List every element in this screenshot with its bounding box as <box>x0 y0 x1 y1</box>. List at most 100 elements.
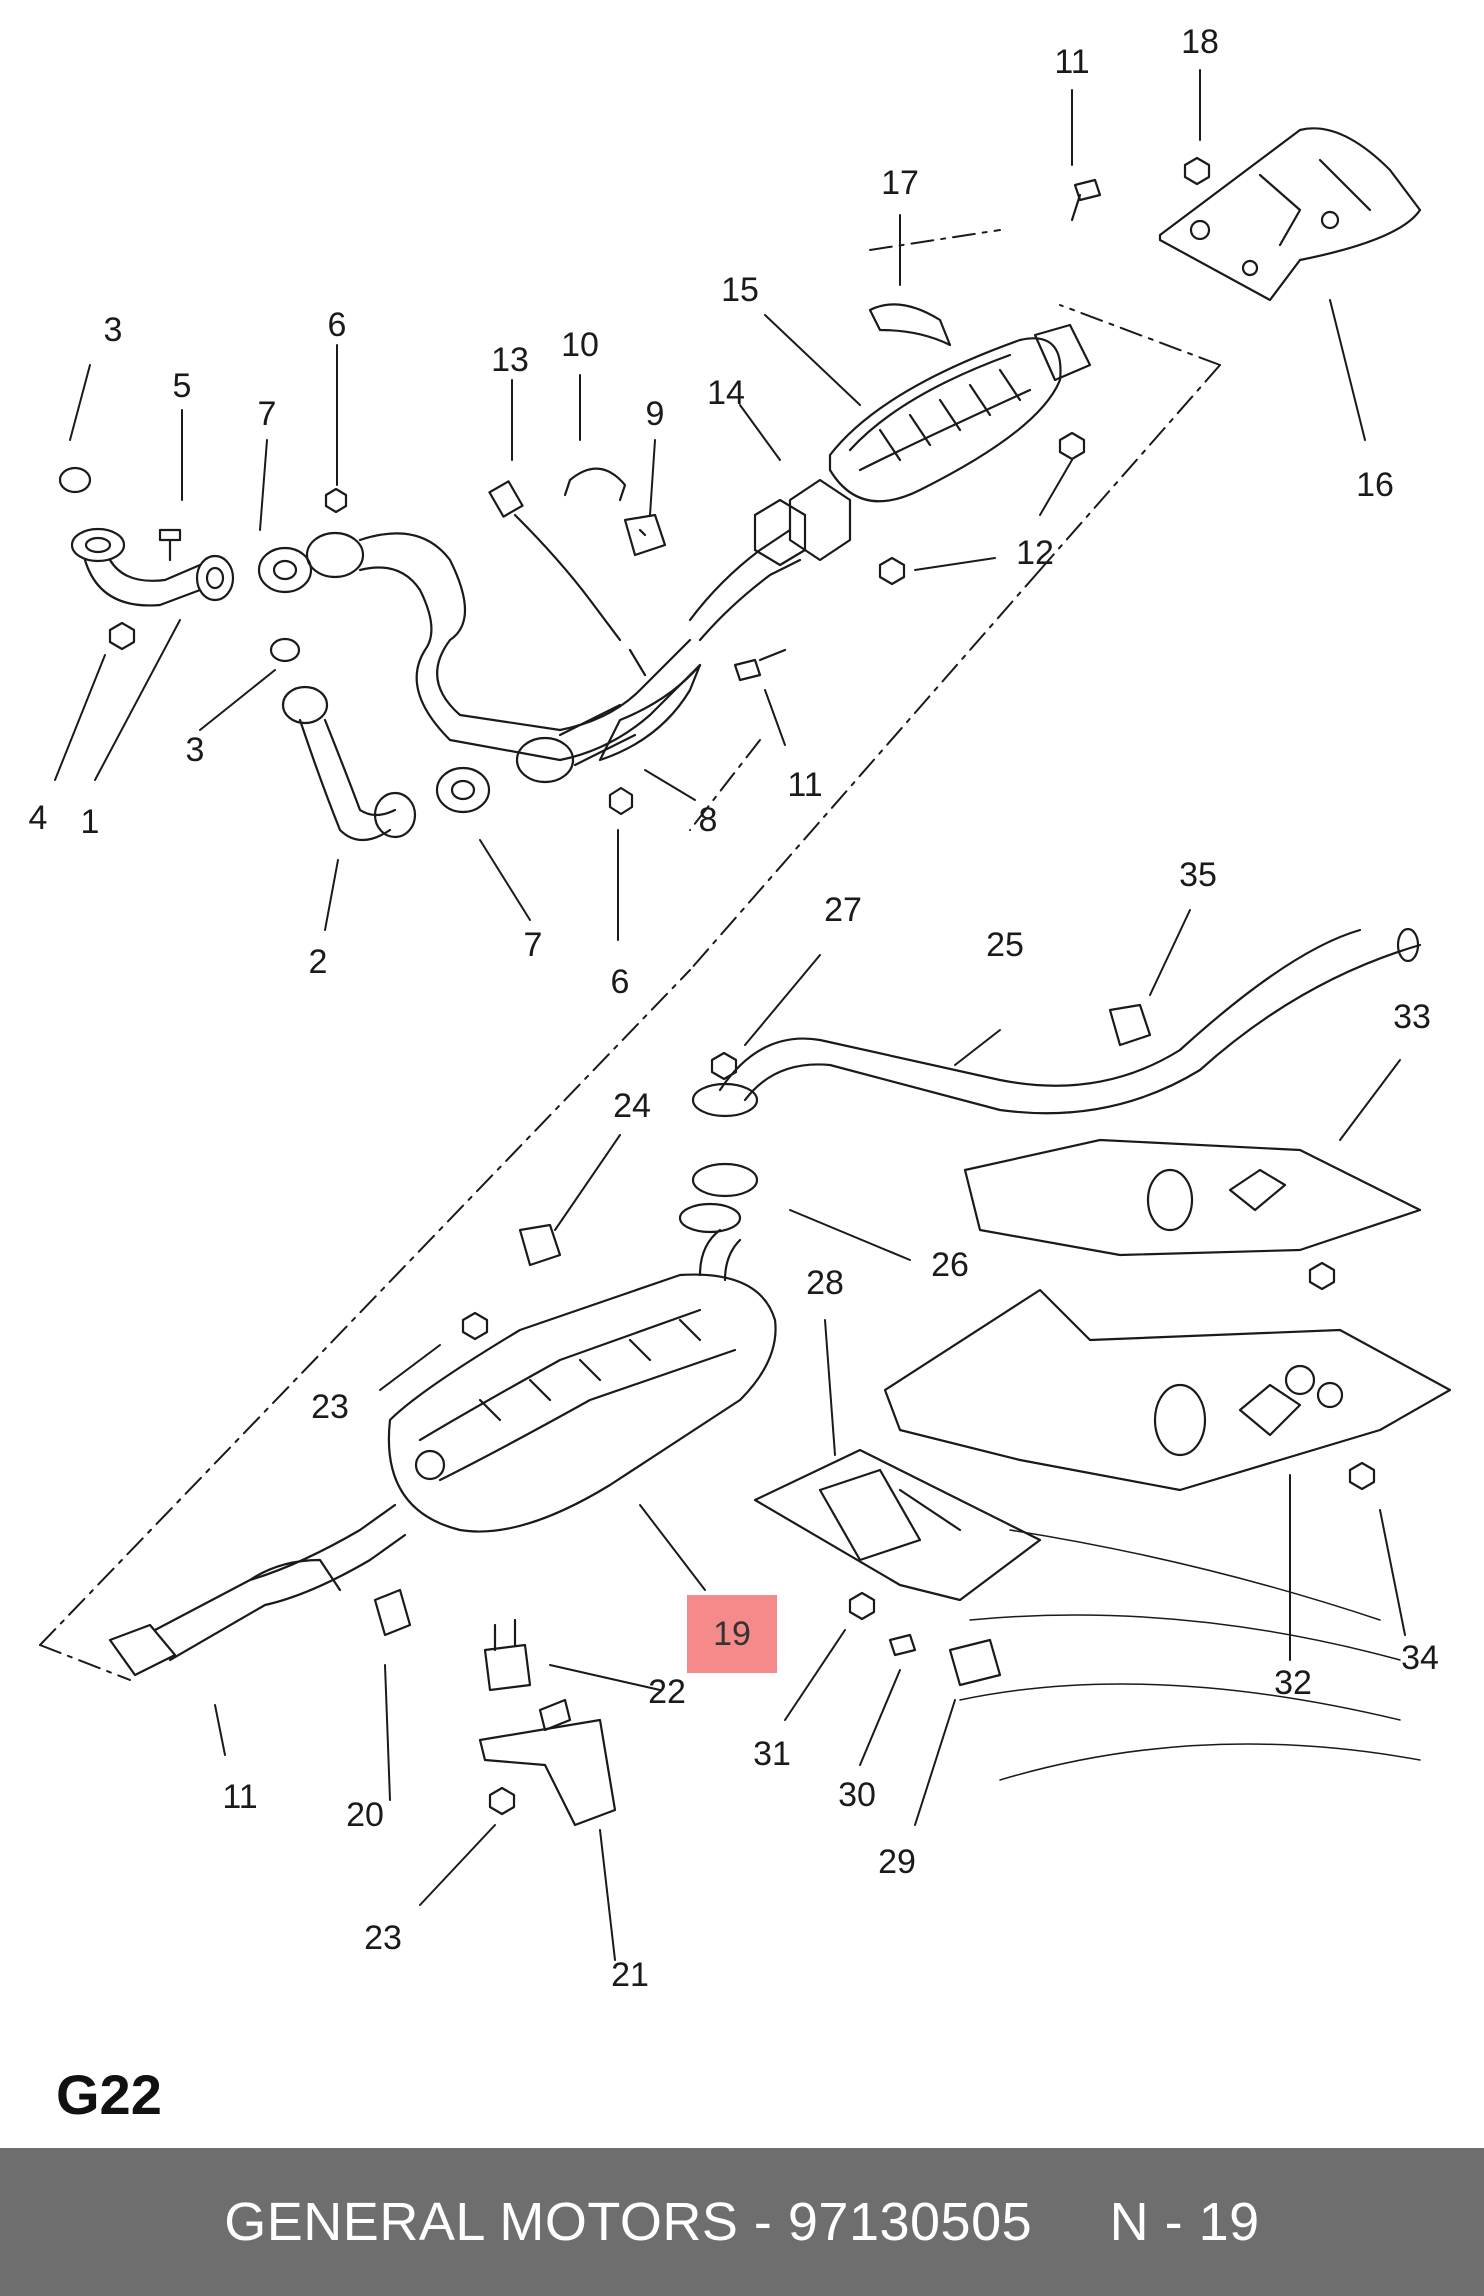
callout-20: 20 <box>346 1796 384 1834</box>
heat-shield-part-33 <box>963 1138 1422 1257</box>
callout-7: 7 <box>257 395 277 433</box>
callout-32: 32 <box>1274 1664 1312 1702</box>
converter-outlet-flange <box>1033 323 1092 382</box>
bolt-part-11-mid <box>733 648 787 682</box>
intermediate-pipe <box>305 531 702 784</box>
bolt-part-33-fix <box>1308 1261 1336 1291</box>
nut-part-18 <box>1183 156 1211 186</box>
nut-part-23-upper <box>461 1311 489 1341</box>
callout-24: 24 <box>613 1087 651 1125</box>
nut-part-12a <box>1058 431 1086 461</box>
bolt-part-5 <box>158 528 182 562</box>
callout-19-highlight: 19 <box>687 1595 777 1673</box>
rear-muffler-part-19 <box>387 1228 777 1533</box>
callout-7b: 7 <box>523 926 543 964</box>
callout-34: 34 <box>1401 1639 1439 1677</box>
footer-ref: N - 19 <box>1109 2192 1260 2252</box>
callout-27: 27 <box>824 891 862 929</box>
callout-26: 26 <box>931 1246 969 1284</box>
callout-1: 1 <box>80 803 100 841</box>
rubber-hanger-part-24 <box>518 1223 562 1267</box>
callout-23-lower: 23 <box>364 1919 402 1957</box>
gasket-part-26 <box>678 1082 759 1234</box>
tail-pipe-part-25 <box>718 927 1422 1115</box>
gasket-part-7-upper <box>257 546 313 594</box>
callout-12: 12 <box>1016 534 1054 572</box>
heat-shield-part-32 <box>883 1288 1452 1492</box>
callout-6: 6 <box>327 306 347 344</box>
front-pipe-part-2 <box>281 685 417 842</box>
hanger-part-20 <box>373 1588 412 1637</box>
flange-part-14 <box>688 478 852 642</box>
oxygen-sensor-part-13 <box>488 480 647 677</box>
clip-part-10 <box>563 467 627 502</box>
catalytic-converter-part-15 <box>828 337 1062 503</box>
callout-15: 15 <box>721 271 759 309</box>
callout-14: 14 <box>707 374 745 412</box>
leader-lines <box>54 69 1406 1961</box>
gasket-part-7-lower <box>435 766 491 814</box>
nut-part-6-lower <box>608 786 634 816</box>
front-pipe-part-1 <box>70 527 235 607</box>
bracket-part-21 <box>478 1718 617 1827</box>
exhaust-parts-drawing <box>39 69 1452 1961</box>
callout-21: 21 <box>611 1956 649 1994</box>
footer-brand: GENERAL MOTORS <box>224 2192 739 2252</box>
callout-29: 29 <box>878 1843 916 1881</box>
rubber-hanger-part-9 <box>623 513 667 557</box>
callout-3b: 3 <box>185 731 205 769</box>
mount-part-22 <box>483 1618 532 1692</box>
callout-25: 25 <box>986 926 1024 964</box>
callout-9: 9 <box>645 395 665 433</box>
boundary-frame <box>39 229 1221 1681</box>
nut-part-31 <box>848 1591 876 1621</box>
footer-gap <box>1032 2192 1110 2252</box>
callout-35: 35 <box>1179 856 1217 894</box>
heat-shield-part-28 <box>753 1448 1042 1602</box>
callout-17: 17 <box>881 164 919 202</box>
nut-part-23-lower <box>488 1786 516 1816</box>
footer-part-number: 97130505 <box>787 2192 1033 2252</box>
callout-31: 31 <box>753 1735 791 1773</box>
callout-5: 5 <box>172 367 192 405</box>
bolt-part-30 <box>888 1633 917 1657</box>
callout-22: 22 <box>648 1673 686 1711</box>
nut-part-4 <box>108 621 136 651</box>
bolt-part-34 <box>1348 1461 1376 1491</box>
callout-11-lower: 11 <box>222 1778 258 1816</box>
bracket-part-8 <box>598 663 702 762</box>
callout-4: 4 <box>28 799 48 837</box>
callout-16: 16 <box>1356 466 1394 504</box>
seal-ring-part-3b <box>269 637 301 663</box>
callout-30: 30 <box>838 1776 876 1814</box>
rubber-hanger-part-35 <box>1108 1003 1152 1047</box>
callout-8: 8 <box>698 801 718 839</box>
flange-part-11-lower <box>108 1623 177 1677</box>
section-code: G22 <box>56 2063 162 2126</box>
body-contour-lines <box>959 1529 1421 1781</box>
footer-bar: GENERAL MOTORS - 97130505 N - 19 <box>0 2148 1484 2296</box>
callout-33: 33 <box>1393 998 1431 1036</box>
callout-2: 2 <box>308 943 328 981</box>
callout-6b: 6 <box>610 963 630 1001</box>
footer-part-caption: GENERAL MOTORS - 97130505 N - 19 <box>224 2191 1259 2253</box>
muffler-inlet-pipe <box>153 1503 407 1662</box>
callout-11-mid: 11 <box>787 766 823 804</box>
heat-shield-part-16 <box>1158 127 1422 302</box>
exhaust-system-diagram: 3 5 7 6 13 10 9 14 15 17 11 18 16 12 11 … <box>28 23 1452 2126</box>
callout-23-upper: 23 <box>311 1388 349 1426</box>
callout-3: 3 <box>103 311 123 349</box>
bolt-part-21-top <box>538 1698 572 1732</box>
footer-separator: - <box>738 2192 788 2252</box>
nut-part-12b <box>878 556 906 586</box>
callout-13: 13 <box>491 341 529 379</box>
callout-28: 28 <box>806 1264 844 1302</box>
mount-part-29 <box>948 1638 1002 1687</box>
bracket-part-17 <box>868 303 952 347</box>
nut-part-27 <box>710 1051 738 1081</box>
callout-10: 10 <box>561 326 599 364</box>
nut-part-6-upper <box>324 487 348 514</box>
seal-ring-part-3 <box>58 466 92 494</box>
callout-11-top: 11 <box>1054 43 1090 81</box>
callout-18: 18 <box>1181 23 1219 61</box>
